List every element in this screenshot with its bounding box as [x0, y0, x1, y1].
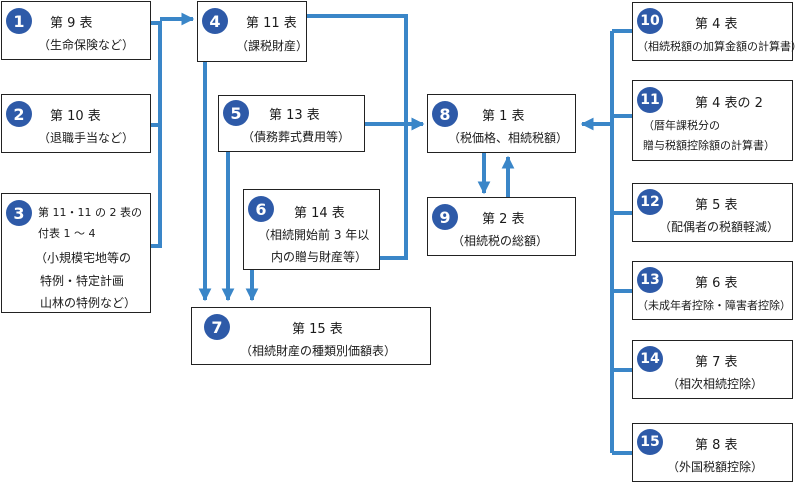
box-title: 第 14 表: [294, 206, 345, 221]
box-form-2: 9 第 2 表 （相続税の総額）: [427, 197, 576, 256]
box-title: 第 5 表: [695, 198, 738, 213]
box-title: 第 1 表: [482, 109, 525, 124]
connector-1-2-3-to-4: [151, 21, 162, 248]
box-form-7: 14 第 7 表 （相次相続控除）: [632, 340, 793, 399]
box-title: 第 4 表: [695, 17, 738, 32]
box-form-6: 13 第 6 表 （未成年者控除・障害者控除）: [632, 261, 793, 320]
box-subtitle: （相続税額の加算金額の計算書）: [637, 40, 796, 53]
connector-6-to-bus: [380, 124, 408, 260]
box-subtitle: （債務葬式費用等）: [242, 130, 351, 144]
box-subtitle: （相続財産の種類別価額表）: [240, 344, 397, 358]
box-subtitle: （退職手当など）: [38, 131, 135, 145]
step-badge-11: 11: [637, 87, 663, 113]
box-subtitle: （生命保険など）: [38, 38, 135, 52]
box-form-4: 10 第 4 表 （相続税額の加算金額の計算書）: [632, 2, 796, 61]
box-title: 第 11 表: [246, 16, 297, 31]
box-title: 第 11・11 の 2 表の: [38, 206, 142, 219]
box-title-line-2: 付表 1 ～ 4: [38, 227, 96, 240]
box-form-14: 6 第 14 表 （相続開始前 3 年以 内の贈与財産等）: [243, 189, 380, 270]
step-badge-5: 5: [223, 100, 249, 126]
box-subtitle: （相続税の総額）: [452, 234, 549, 248]
step-badge-3: 3: [6, 200, 32, 226]
step-badge-1: 1: [6, 8, 32, 34]
box-title: 第 7 表: [695, 355, 738, 370]
box-title: 第 2 表: [482, 212, 525, 227]
box-subtitle-line-2: 内の贈与財産等）: [271, 250, 368, 264]
box-form-8: 15 第 8 表 （外国税額控除）: [632, 423, 793, 482]
box-subtitle-line-2: 贈与税額控除額の計算書）: [643, 139, 775, 152]
box-subtitle: （外国税額控除）: [667, 460, 764, 474]
box-form-11-supplement: 3 第 11・11 の 2 表の 付表 1 ～ 4 （小規模宅地等の 特例・特定…: [1, 193, 151, 313]
box-subtitle: （相続開始前 3 年以: [258, 228, 370, 242]
box-subtitle: （課税財産）: [236, 39, 309, 53]
box-form-5: 12 第 5 表 （配偶者の税額軽減）: [632, 183, 793, 242]
box-subtitle-line-2: 特例・特定計画: [40, 274, 125, 288]
box-form-1: 8 第 1 表 （税価格、相続税額）: [427, 94, 576, 153]
box-form-15: 7 第 15 表 （相続財産の種類別価額表）: [191, 307, 431, 365]
box-title: 第 15 表: [292, 322, 343, 337]
step-badge-10: 10: [637, 8, 663, 34]
box-subtitle: （未成年者控除・障害者控除）: [637, 299, 791, 312]
step-badge-8: 8: [432, 101, 458, 127]
box-title: 第 4 表の 2: [695, 96, 763, 111]
box-form-11: 4 第 11 表 （課税財産）: [197, 1, 309, 62]
box-title: 第 6 表: [695, 276, 738, 291]
box-subtitle-line-3: 山林の特例など）: [40, 296, 137, 310]
step-badge-15: 15: [637, 429, 663, 455]
box-title: 第 9 表: [50, 16, 93, 31]
step-badge-4: 4: [202, 8, 228, 34]
box-form-9: 1 第 9 表 （生命保険など）: [1, 1, 151, 60]
box-title: 第 8 表: [695, 438, 738, 453]
box-subtitle: （小規模宅地等の: [35, 251, 132, 265]
box-subtitle: （相次相続控除）: [667, 377, 764, 391]
box-form-10: 2 第 10 表 （退職手当など）: [1, 94, 151, 153]
step-badge-2: 2: [6, 101, 32, 127]
step-badge-12: 12: [637, 189, 663, 215]
step-badge-14: 14: [637, 346, 663, 372]
step-badge-9: 9: [432, 204, 458, 230]
box-title: 第 13 表: [269, 108, 320, 123]
step-badge-13: 13: [637, 267, 663, 293]
box-form-4-2: 11 第 4 表の 2 （暦年課税分の 贈与税額控除額の計算書）: [632, 80, 793, 161]
box-subtitle: （税価格、相続税額）: [448, 131, 569, 145]
box-subtitle: （暦年課税分の: [643, 119, 720, 132]
step-badge-7: 7: [204, 314, 230, 340]
box-subtitle: （配偶者の税額軽減）: [659, 220, 780, 234]
box-form-13: 5 第 13 表 （債務葬式費用等）: [218, 95, 365, 152]
box-title: 第 10 表: [50, 109, 101, 124]
step-badge-6: 6: [248, 196, 274, 222]
